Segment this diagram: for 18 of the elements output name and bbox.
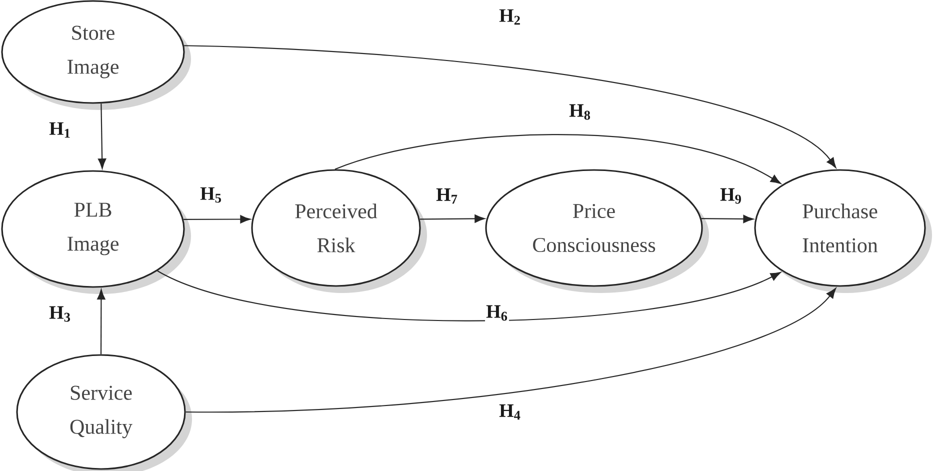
arrow	[334, 134, 781, 184]
arrow	[420, 214, 485, 223]
arrow	[98, 104, 106, 169]
edge-label: H$_{9}$	[719, 187, 743, 205]
arrow	[701, 214, 754, 224]
arrow	[184, 45, 836, 168]
edge-label: H$_{7}$	[435, 187, 459, 205]
edge-label: H$_{1}$	[48, 121, 72, 139]
arrow	[97, 289, 106, 354]
arrow	[184, 215, 250, 224]
edge-label: H$_{5}$	[199, 186, 223, 204]
arrow	[157, 270, 781, 322]
arrow	[186, 288, 836, 413]
edge-label: H$_{6}$	[485, 304, 509, 322]
edge-label: H$_{8}$	[568, 103, 592, 121]
edge-label: H$_{3}$	[48, 305, 72, 323]
edge-label: H$_{2}$	[498, 8, 522, 26]
edge-label: H$_{4}$	[498, 403, 522, 421]
